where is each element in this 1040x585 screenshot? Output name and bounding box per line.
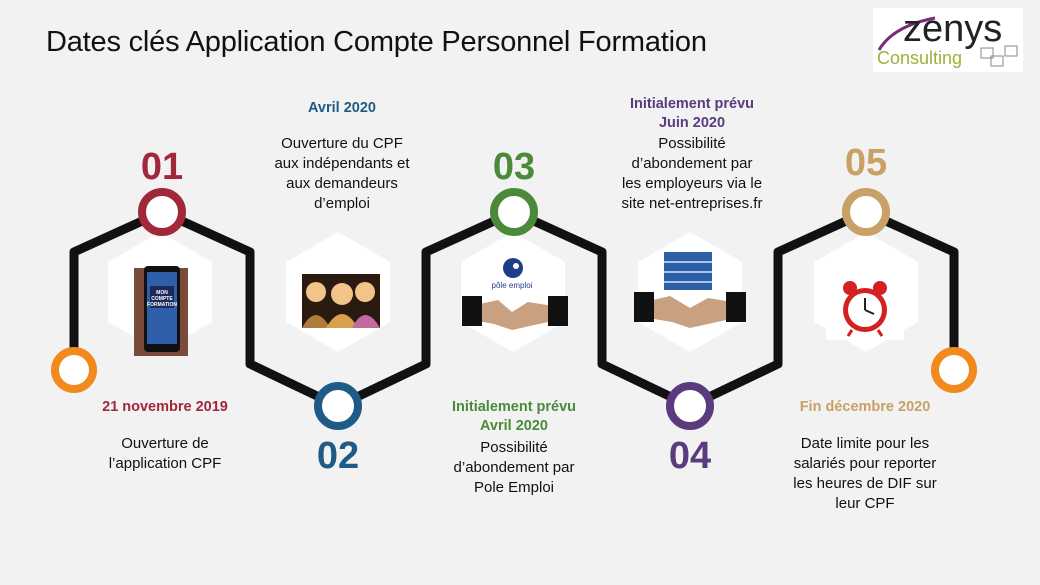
end-marker	[931, 347, 977, 393]
pole-emploi-handshake-icon: pôle emploi	[462, 258, 568, 330]
marker-01	[138, 188, 186, 236]
step-date-04: Initialement prévu Juin 2020	[602, 95, 782, 133]
step-date-01: 21 novembre 2019	[102, 399, 228, 415]
desc-line: aux demandeurs	[286, 175, 398, 192]
hexagon-3	[461, 232, 565, 352]
marker-04	[666, 382, 714, 430]
step-date-02: Avril 2020	[308, 100, 376, 116]
date-line: Initialement prévu	[451, 399, 577, 415]
logo-sub: Consulting	[877, 48, 963, 68]
marker-05	[842, 188, 890, 236]
step-description-05: Date limite pour les salariés pour repor…	[770, 434, 960, 514]
desc-line: site net-entreprises.fr	[621, 195, 763, 212]
desc-line: Ouverture du CPF	[281, 135, 403, 152]
step-date-03: Initialement prévu Avril 2020	[424, 398, 604, 436]
desc-line: d’emploi	[314, 195, 370, 212]
step-date-05: Fin décembre 2020	[799, 399, 931, 415]
desc-line: d’abondement par	[631, 155, 753, 172]
step-description-02: Ouverture du CPF aux indépendants et aux…	[252, 134, 432, 214]
desc-line: Pole Emploi	[473, 479, 555, 496]
desc-line: Ouverture de	[121, 435, 209, 452]
desc-line: d’abondement par	[453, 459, 575, 476]
logo-name: zenys	[903, 8, 1003, 50]
step-description-03: Possibilité d’abondement par Pole Emploi	[424, 438, 604, 498]
step-number-05: 05	[844, 142, 888, 184]
date-line: Juin 2020	[658, 115, 726, 131]
step-number-01: 01	[140, 146, 184, 188]
desc-line: les heures de DIF sur	[793, 475, 937, 492]
step-description-01: Ouverture de l’application CPF	[75, 434, 255, 474]
phone-cpf-icon: MON COMPTE FORMATION	[134, 266, 188, 356]
step-number-04: 04	[668, 435, 712, 477]
desc-line: aux indépendants et	[274, 155, 410, 172]
step-description-04: Possibilité d’abondement par les employe…	[597, 134, 787, 214]
pole-emploi-label: pôle emploi	[492, 281, 533, 290]
page-title: Dates clés Application Compte Personnel …	[46, 26, 707, 58]
step-number-03: 03	[492, 146, 536, 188]
desc-line: Date limite pour les	[800, 435, 930, 452]
marker-03	[490, 188, 538, 236]
start-marker	[51, 347, 97, 393]
phone-text-3: FORMATION	[147, 302, 177, 308]
step-number-02: 02	[316, 435, 360, 477]
desc-line: Possibilité	[658, 135, 726, 152]
date-line: Initialement prévu	[629, 96, 755, 112]
desc-line: l’application CPF	[108, 455, 222, 472]
desc-line: salariés pour reporter	[793, 455, 937, 472]
building-handshake-icon	[634, 252, 746, 328]
desc-line: les employeurs via le	[621, 175, 763, 192]
marker-02	[314, 382, 362, 430]
alarm-clock-icon	[826, 281, 904, 340]
desc-line: Possibilité	[480, 439, 548, 456]
zenys-logo: zenys Consulting	[873, 8, 1023, 72]
desc-line: leur CPF	[835, 495, 895, 512]
phone-text-2: COMPTE	[151, 296, 173, 302]
people-icon	[302, 274, 380, 328]
phone-text-1: MON	[156, 290, 168, 296]
date-line: Avril 2020	[480, 418, 548, 434]
